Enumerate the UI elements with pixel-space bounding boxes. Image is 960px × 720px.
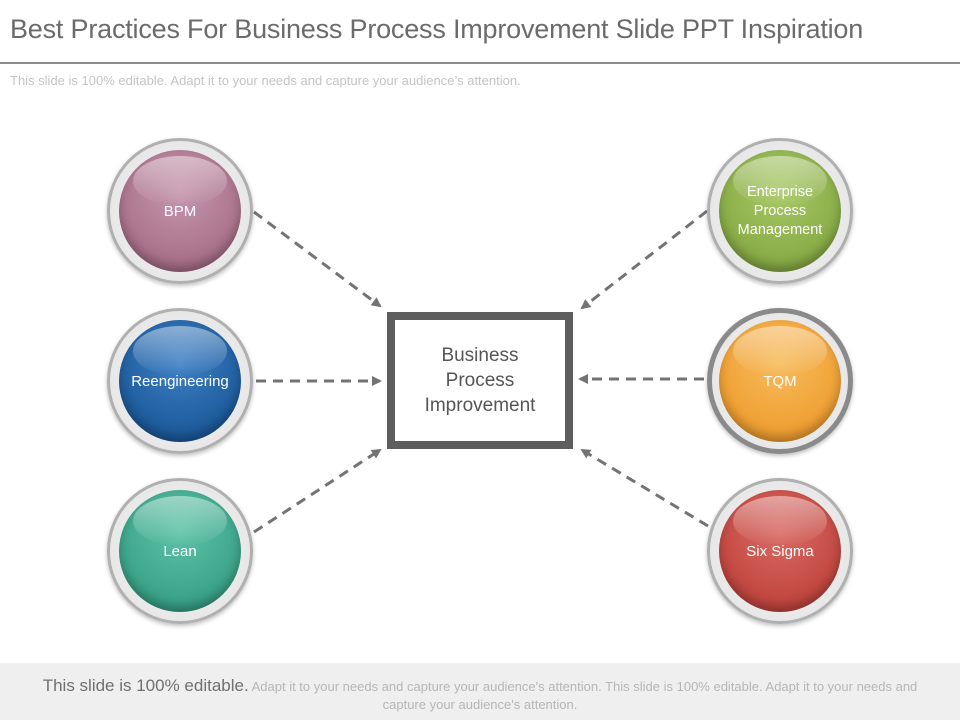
node-reengineering-fill: Reengineering: [119, 320, 241, 442]
center-box-business-process-improvement: Business Process Improvement: [387, 312, 573, 449]
node-tqm: TQM: [707, 308, 853, 454]
node-tqm-fill: TQM: [719, 320, 841, 442]
node-enterprise-process-management: Enterprise Process Management: [707, 138, 853, 284]
node-lean-fill: Lean: [119, 490, 241, 612]
arrow-six-sigma: [580, 448, 709, 528]
node-lean: Lean: [107, 478, 253, 624]
node-label: Lean: [163, 542, 197, 560]
node-label: Enterprise Process Management: [737, 183, 823, 238]
footer-lead: This slide is 100% editable.: [42, 676, 249, 695]
slide-subtitle: This slide is 100% editable. Adapt it to…: [10, 73, 521, 88]
node-bpm: BPM: [107, 138, 253, 284]
connector-arrows: [253, 209, 709, 534]
node-reengineering: Reengineering: [107, 308, 253, 454]
node-six-sigma: Six Sigma: [707, 478, 853, 624]
slide-title: Best Practices For Business Process Impr…: [10, 14, 864, 44]
footer-text: Adapt it to your needs and capture your …: [248, 679, 918, 712]
center-label: Business Process Improvement: [424, 345, 536, 416]
node-six-sigma-fill: Six Sigma: [719, 490, 841, 612]
node-label: Reengineering: [131, 372, 229, 390]
node-label: BPM: [163, 202, 197, 220]
node-label: TQM: [763, 372, 797, 390]
node-bpm-fill: BPM: [119, 150, 241, 272]
arrow-bpm: [253, 210, 382, 308]
arrow-lean: [253, 448, 382, 534]
arrow-enterprise-process-management: [580, 209, 708, 310]
node-enterprise-process-management-fill: Enterprise Process Management: [719, 150, 841, 272]
footer-bar: This slide is 100% editable. Adapt it to…: [0, 663, 960, 720]
node-label: Six Sigma: [746, 542, 814, 560]
title-divider: [0, 62, 960, 64]
